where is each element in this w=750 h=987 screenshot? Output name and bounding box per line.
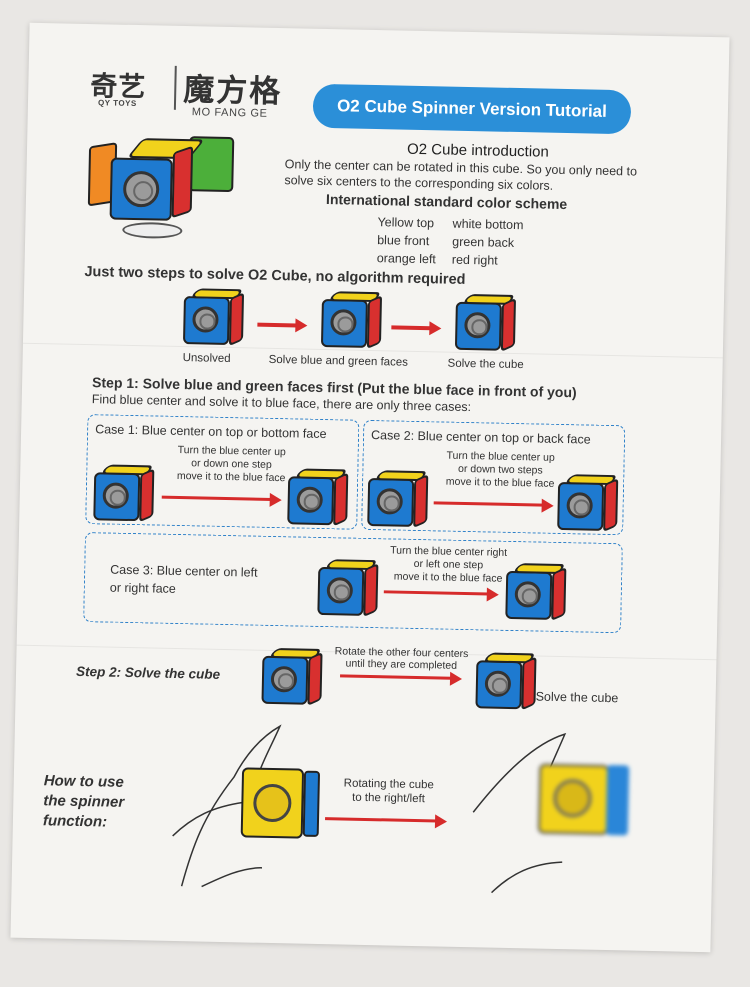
left-hand-sketch xyxy=(172,724,282,888)
step2-cube-after xyxy=(475,652,538,713)
overview-arrow-2 xyxy=(391,325,432,331)
step2-arrowhead xyxy=(449,671,463,686)
scheme-cell: red right xyxy=(451,252,498,268)
case3-cube-before xyxy=(317,559,380,620)
overview-arrow-1 xyxy=(257,322,298,328)
case1-cube-before xyxy=(93,464,156,525)
scheme-cell: blue front xyxy=(377,233,430,249)
intro-heading: O2 Cube introduction xyxy=(406,140,550,161)
spinning-cube-blurred xyxy=(537,763,630,846)
product-chinese-name: 魔方格 xyxy=(182,72,283,110)
case3-cube-after xyxy=(505,563,568,624)
step2-cube-before xyxy=(261,648,324,709)
spinner-heading-line2: the spinner xyxy=(43,792,125,811)
intro-text: Only the center can be rotated in this c… xyxy=(284,157,638,193)
cube-unsolved xyxy=(182,288,246,349)
brand-english-name: QY TOYS xyxy=(97,98,137,109)
caption-unsolved: Unsolved xyxy=(182,352,231,366)
spinner-heading: How to use the spinner function: xyxy=(43,771,125,833)
instruction-sheet: 奇艺 QY TOYS 魔方格 MO FANG GE O2 Cube Spinne… xyxy=(10,22,730,953)
spinner-arrow xyxy=(325,817,438,823)
page-title: O2 Cube Spinner Version Tutorial xyxy=(312,83,632,135)
brand-divider xyxy=(173,65,177,110)
case3-title-line2: or right face xyxy=(109,580,176,596)
spinner-heading-line1: How to use xyxy=(43,772,124,791)
spinner-note-1: Rotating the cube xyxy=(343,777,434,792)
case2-arrowhead xyxy=(541,498,554,513)
scheme-cell: white bottom xyxy=(452,216,524,233)
case1-arrowhead xyxy=(269,492,282,508)
case3-arrowhead xyxy=(486,587,499,602)
intro-cube-illustration xyxy=(87,129,235,242)
spinner-heading-line3: function: xyxy=(42,812,108,831)
cube-solved xyxy=(454,294,518,355)
scheme-cell: orange left xyxy=(376,251,437,267)
step2-arrow xyxy=(340,674,453,680)
caption-solved: Solve the cube xyxy=(447,357,524,372)
caption-blue-green: Solve blue and green faces xyxy=(268,353,409,369)
step2-title: Step 2: Solve the cube xyxy=(75,663,221,682)
step2-result-label: Solve the cube xyxy=(535,689,619,706)
product-english-name: MO FANG GE xyxy=(191,106,268,120)
case2-cube-before xyxy=(367,470,430,531)
color-scheme-heading: International standard color scheme xyxy=(325,191,568,213)
spinner-arrowhead xyxy=(434,814,448,829)
case2-cube-after xyxy=(557,474,620,535)
spinner-note-2: to the right/left xyxy=(351,791,426,806)
cube-blue-green-solved xyxy=(320,291,384,352)
scheme-cell: Yellow top xyxy=(377,215,435,231)
scheme-cell: green back xyxy=(452,234,515,250)
spinner-cube-yellow xyxy=(240,767,322,849)
color-scheme-table: Yellow top white bottom blue front green… xyxy=(375,212,540,271)
overview-arrowhead-2 xyxy=(429,321,442,336)
case1-cube-after xyxy=(287,468,350,529)
overview-arrowhead-1 xyxy=(295,318,308,333)
